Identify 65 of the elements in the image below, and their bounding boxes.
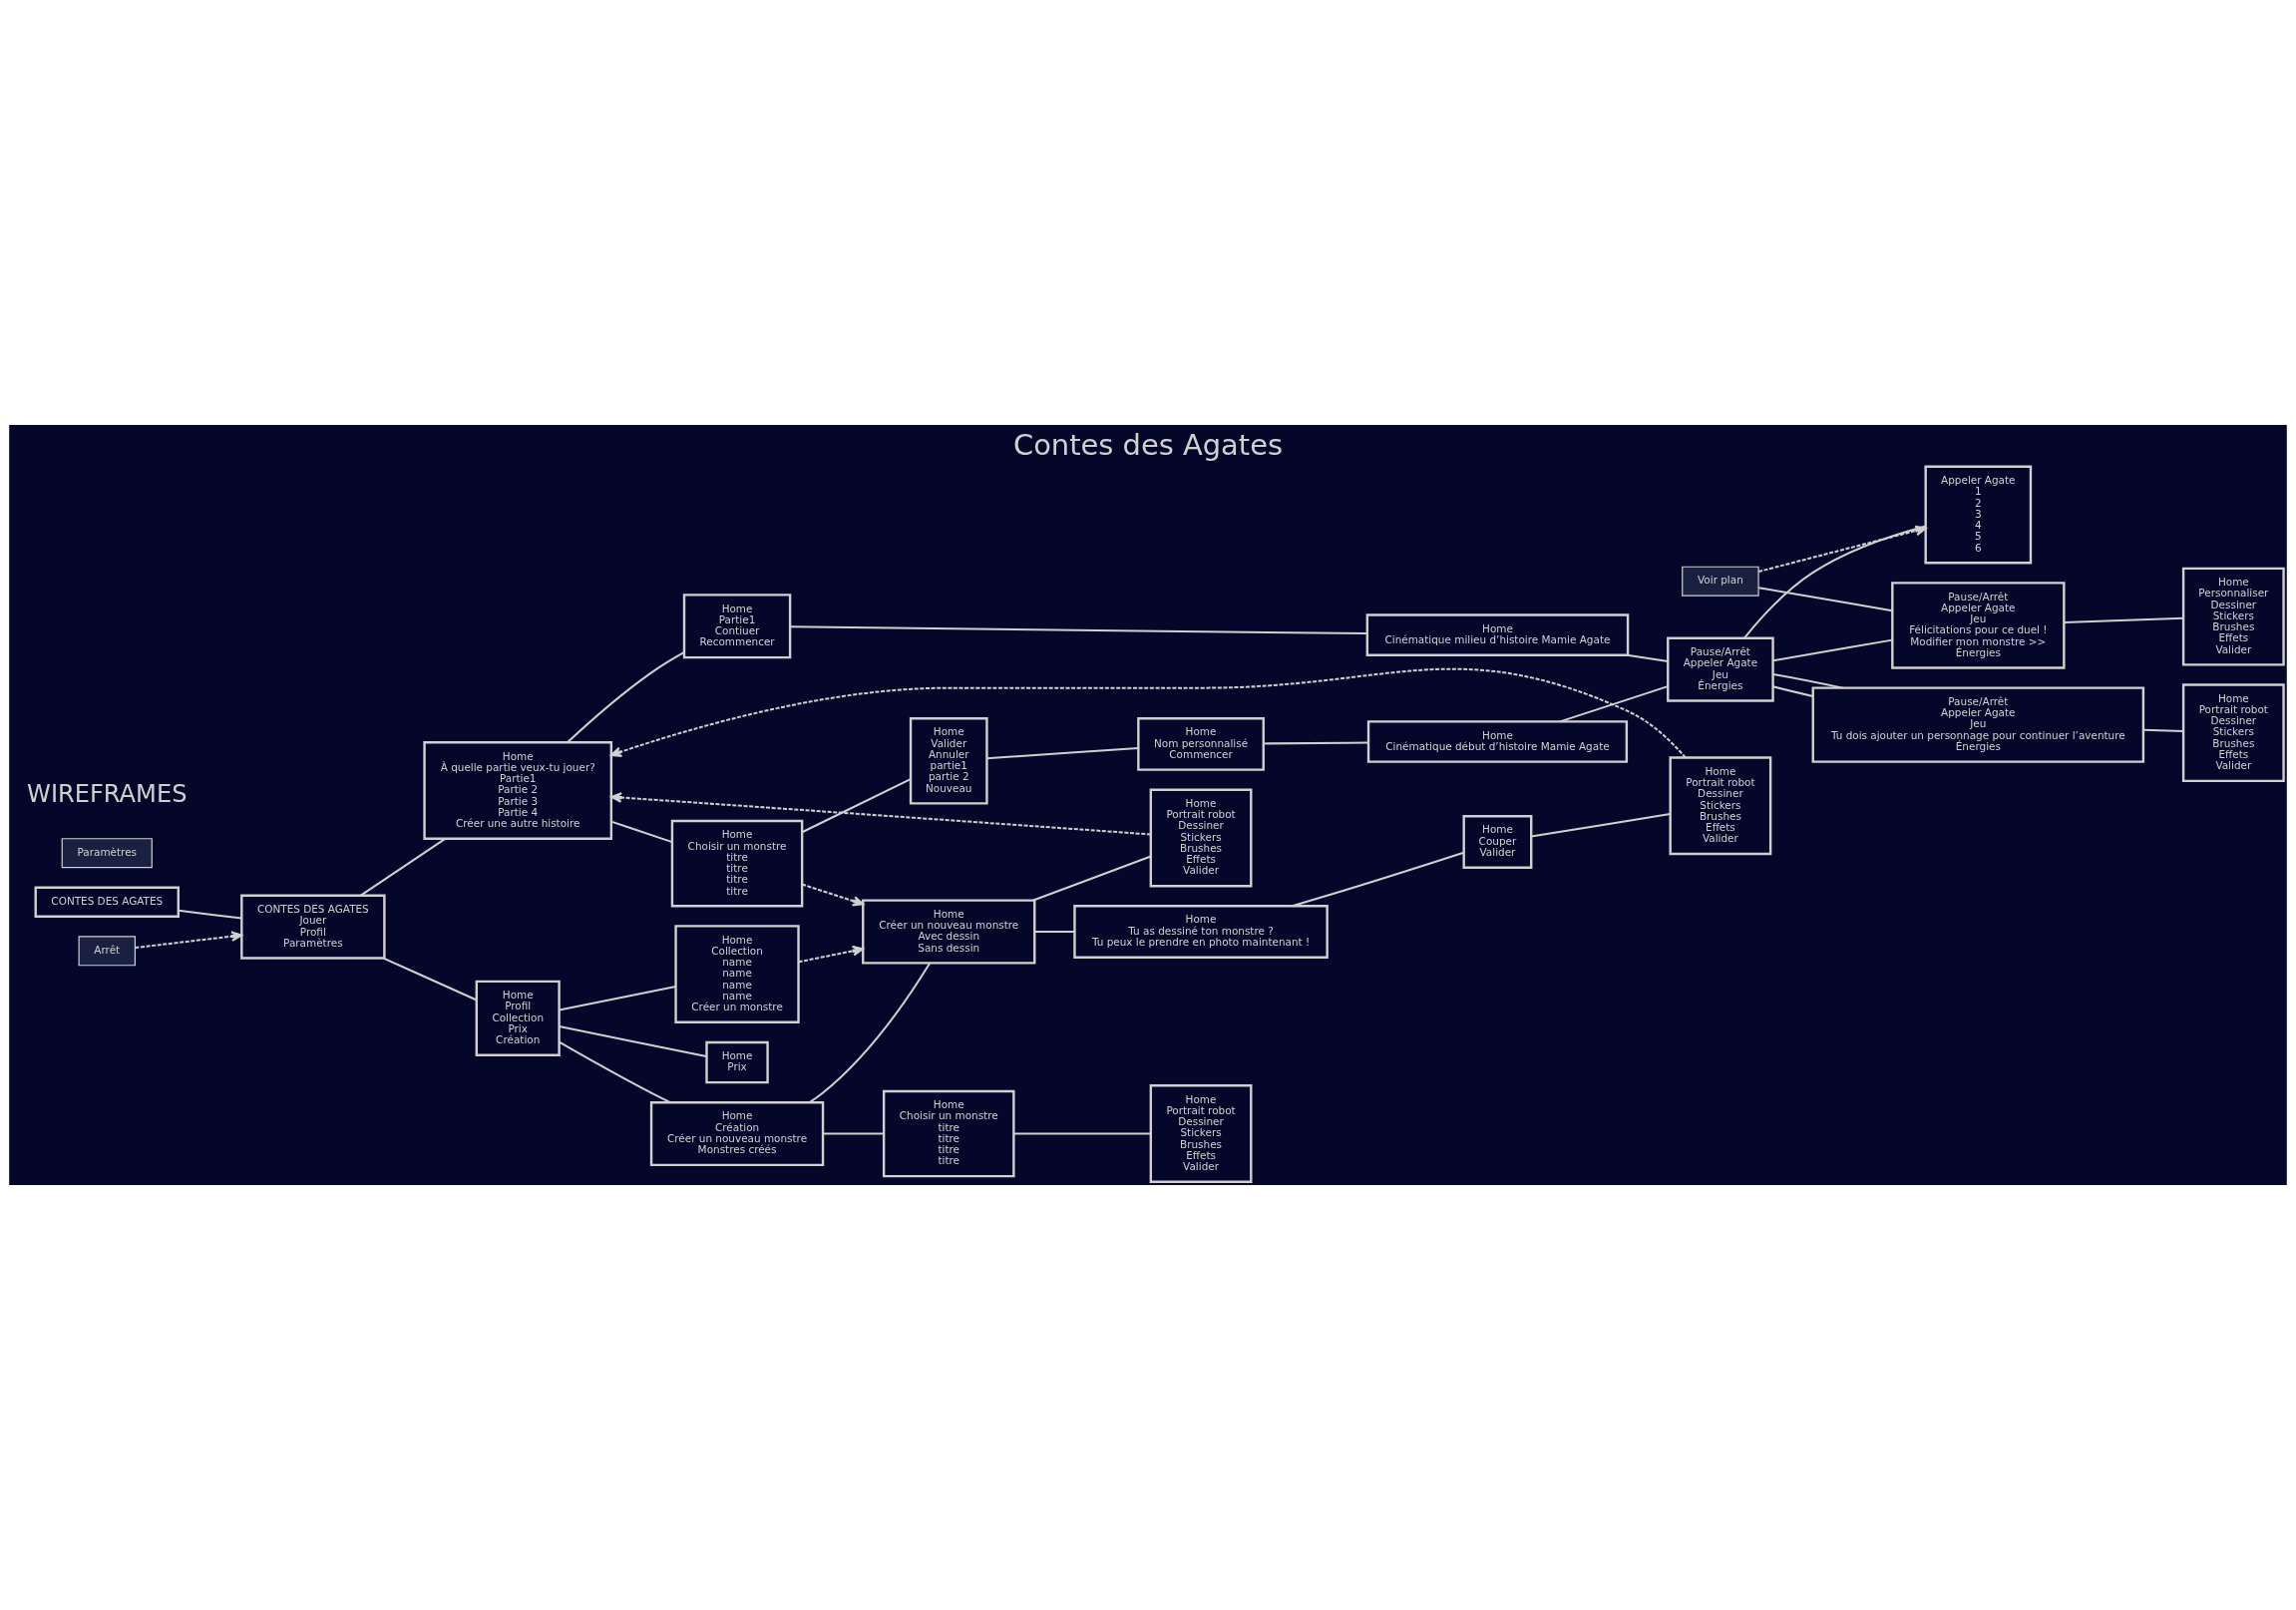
- connector: [178, 909, 242, 920]
- node-box: Home Portrait robot Dessiner Stickers Brushes Effets Valider: [1149, 788, 1253, 888]
- node-box: Home Cinématique début d’histoire Mamie Agate: [1366, 720, 1629, 763]
- node-box: Home Personnaliser Dessiner Stickers Brushes Effets Valider: [2181, 567, 2285, 666]
- node-box: Home Tu as dessiné ton monstre ? Tu peux le prendre en photo maintenant !: [1073, 905, 1329, 959]
- node-box: Pause/Arrêt Appeler Agate Jeu Énergies: [1667, 636, 1774, 702]
- connector: [1263, 741, 1368, 745]
- arrow: [801, 883, 865, 907]
- node-box: Home Création Créer un nouveau monstre Monstres créés: [649, 1101, 825, 1167]
- connector: [383, 957, 478, 1002]
- connector: [1743, 525, 1926, 639]
- node-box: Home Nom personnalisé Commencer: [1137, 717, 1265, 771]
- connector: [1772, 672, 1843, 689]
- node-box: Pause/Arrêt Appeler Agate Jeu Tu dois ajouter un personnage pour continuer l’aventure Énergies: [1811, 686, 2145, 763]
- node-box: Arrêt: [78, 936, 136, 967]
- connector: [567, 651, 685, 743]
- node-box: CONTES DES AGATES Jouer Profil Paramètres: [240, 894, 386, 960]
- node-box: Home Portrait robot Dessiner Stickers Brushes Effets Valider: [1149, 1084, 1253, 1183]
- connector: [2143, 728, 2183, 733]
- node-box: Home Valider Annuler partie1 partie 2 Nouveau: [909, 717, 988, 805]
- node-box: Home Collection name name name name Créer un monstre: [674, 925, 800, 1024]
- connector: [1292, 851, 1464, 908]
- arrow: [609, 667, 1687, 759]
- connector: [1559, 685, 1669, 723]
- connector: [610, 820, 673, 844]
- node-box: Home Choisir un monstre titre titre titre titre: [670, 819, 804, 908]
- node-box: Home Portrait robot Dessiner Stickers Brushes Effets Valider: [1669, 756, 1772, 856]
- connector: [1013, 1132, 1151, 1135]
- connector: [790, 625, 1367, 635]
- connector: [559, 985, 676, 1011]
- node-box: Home Cinématique milieu d’histoire Mamie Agate: [1365, 613, 1630, 656]
- node-box: Home Choisir un monstre titre titre titre titre: [882, 1089, 1015, 1178]
- node-box: Appeler Agate 1 2 3 4 5 6: [1924, 465, 2033, 565]
- node-box: Home À quelle partie veux-tu jouer? Partie1 Partie 2 Partie 3 Partie 4 Créer une autre histoire: [423, 741, 613, 840]
- node-box: Home Portrait robot Dessiner Stickers Brushes Effets Valider: [2181, 683, 2285, 783]
- connector: [1531, 812, 1671, 838]
- node-box: Home Créer un nouveau monstre Avec dessin Sans dessin: [862, 899, 1036, 965]
- connector: [1758, 587, 1893, 612]
- arrow: [135, 931, 243, 950]
- connector: [1772, 685, 1813, 697]
- node-box: Home Couper Valider: [1462, 815, 1533, 869]
- connector: [801, 778, 912, 834]
- diagram-title: Contes des Agates: [1012, 427, 1284, 462]
- connector: [2064, 616, 2183, 623]
- node-box: Home Profil Collection Prix Création: [475, 980, 561, 1056]
- label: WIREFRAMES: [27, 780, 188, 809]
- arrow: [798, 945, 864, 964]
- node-box: Paramètres: [61, 838, 153, 869]
- connector: [809, 962, 932, 1104]
- connector: [1772, 638, 1893, 662]
- connector: [986, 747, 1139, 760]
- connector: [1034, 931, 1075, 933]
- node-box: CONTES DES AGATES: [34, 886, 180, 918]
- connector: [559, 1025, 707, 1057]
- arrow: [1758, 525, 1927, 573]
- arrow: [610, 792, 1151, 836]
- connector: [359, 838, 446, 897]
- node-box: Pause/Arrêt Appeler Agate Jeu Félicitations pour ce duel ! Modifier mon monstre >> Énergies: [1891, 582, 2066, 669]
- connector: [1032, 855, 1152, 902]
- node-box: Voir plan: [1682, 566, 1759, 597]
- node-box: Home Prix: [705, 1040, 769, 1084]
- connector: [823, 1132, 884, 1135]
- node-box: Home Partie1 Contiuer Recommencer: [682, 594, 792, 659]
- connector: [1627, 653, 1669, 663]
- connector: [559, 1040, 671, 1104]
